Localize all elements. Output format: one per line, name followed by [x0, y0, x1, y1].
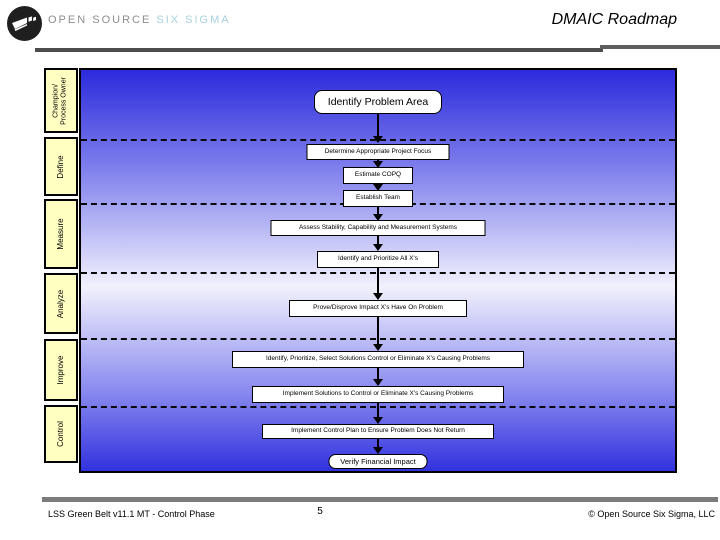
- phase-improve: Improve: [44, 339, 78, 401]
- flow-arrow-down: [373, 114, 383, 143]
- brand-text: OPEN SOURCE SIX SIGMA: [48, 14, 231, 26]
- header-rule-right: [600, 45, 720, 49]
- footer-copyright: © Open Source Six Sigma, LLC: [588, 509, 715, 519]
- flow-arrow-down: [373, 235, 383, 251]
- flow-step-identify-problem-area: Identify Problem Area: [314, 90, 442, 114]
- flow-arrow-down: [373, 159, 383, 168]
- phase-label-line: Champion/: [52, 83, 60, 118]
- header-rule: [35, 48, 603, 52]
- page-title: DMAIC Roadmap: [551, 11, 677, 28]
- footer-rule: [42, 497, 718, 502]
- page-number: 5: [317, 506, 323, 517]
- flow-arrow-down: [373, 316, 383, 351]
- brand-six-sigma: SIX SIGMA: [156, 14, 231, 26]
- brand-open-source: OPEN SOURCE: [48, 14, 152, 26]
- flow-step-implement-solutions: Implement Solutions to Control or Elimin…: [252, 386, 504, 403]
- phase-control: Control: [44, 405, 78, 463]
- flow-step-establish-team: Establish Team: [343, 190, 413, 207]
- flow-arrow-down: [373, 206, 383, 221]
- flow-step-identify-prioritize-xs: Identify and Prioritize All X's: [317, 251, 439, 268]
- flow-arrow-down: [373, 402, 383, 424]
- flow-step-assess-stability: Assess Stability, Capability and Measure…: [270, 220, 486, 236]
- flow-step-implement-control-plan: Implement Control Plan to Ensure Problem…: [262, 424, 494, 439]
- phase-measure: Measure: [44, 199, 78, 269]
- osss-logo-icon: [6, 5, 43, 42]
- phase-define: Define: [44, 137, 78, 196]
- phase-label-line: Process Owner: [61, 76, 68, 125]
- dmaic-roadmap-diagram: Champion/ Process Owner Define Measure A…: [44, 68, 677, 473]
- phase-label: Champion/ Process Owner: [53, 77, 70, 125]
- flow-step-prove-disprove-impact: Prove/Disprove Impact X's Have On Proble…: [289, 300, 467, 317]
- flow-arrow-down: [373, 439, 383, 454]
- flow-arrow-down: [373, 267, 383, 300]
- flow-arrow-down: [373, 367, 383, 386]
- flow-area: Identify Problem Area Determine Appropri…: [79, 68, 677, 473]
- footer-course-label: LSS Green Belt v11.1 MT - Control Phase: [48, 509, 215, 519]
- flow-step-verify-financial-impact: Verify Financial Impact: [328, 454, 428, 469]
- flow-step-determine-project-focus: Determine Appropriate Project Focus: [306, 144, 450, 160]
- flow-step-select-solutions: Identify, Prioritize, Select Solutions C…: [232, 351, 524, 368]
- phase-champion-process-owner: Champion/ Process Owner: [44, 68, 78, 133]
- phase-analyze: Analyze: [44, 273, 78, 334]
- flow-step-estimate-copq: Estimate COPQ: [343, 167, 413, 184]
